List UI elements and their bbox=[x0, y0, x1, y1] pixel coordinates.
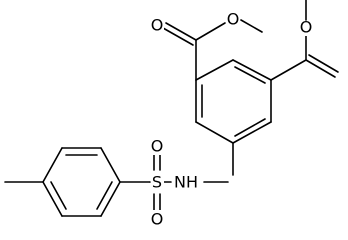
oxygen-atom-label: O bbox=[151, 16, 164, 35]
sulfur-atom-label: S bbox=[152, 173, 162, 192]
methyl-ester-right: O bbox=[270, 0, 339, 81]
sulfonamide-group: S O O NH bbox=[149, 137, 234, 229]
central-benzene-ring bbox=[195, 59, 272, 144]
oxygen-atom-label: O bbox=[151, 137, 164, 156]
oxygen-atom-label: O bbox=[300, 18, 313, 37]
molecule-structure-diagram: O O O S O O NH bbox=[4, 0, 339, 229]
methyl-ester-top: O O bbox=[150, 10, 263, 81]
oxygen-atom-label: O bbox=[227, 10, 240, 29]
bond bbox=[42, 181, 63, 217]
carbonyl-double-bond bbox=[305, 59, 336, 78]
aromatic-double-bond bbox=[234, 66, 266, 84]
oxygen-atom-label: O bbox=[151, 210, 164, 229]
aromatic-double-bond bbox=[96, 181, 113, 210]
nh-label: NH bbox=[174, 173, 198, 192]
bond bbox=[232, 59, 272, 81]
aromatic-double-bond bbox=[234, 118, 266, 137]
bond bbox=[100, 181, 121, 217]
bond bbox=[195, 59, 234, 81]
carbonyl-double-bond bbox=[162, 27, 194, 46]
bond bbox=[240, 19, 263, 33]
bond bbox=[100, 147, 121, 183]
carbonyl-double-bond bbox=[165, 22, 197, 41]
bond bbox=[195, 22, 226, 41]
tolyl-ring bbox=[4, 147, 151, 217]
bond bbox=[195, 121, 234, 144]
bond bbox=[270, 59, 307, 81]
bond bbox=[232, 121, 272, 144]
bond bbox=[42, 147, 63, 183]
aromatic-double-bond bbox=[50, 181, 67, 210]
carbonyl-double-bond bbox=[308, 54, 339, 73]
